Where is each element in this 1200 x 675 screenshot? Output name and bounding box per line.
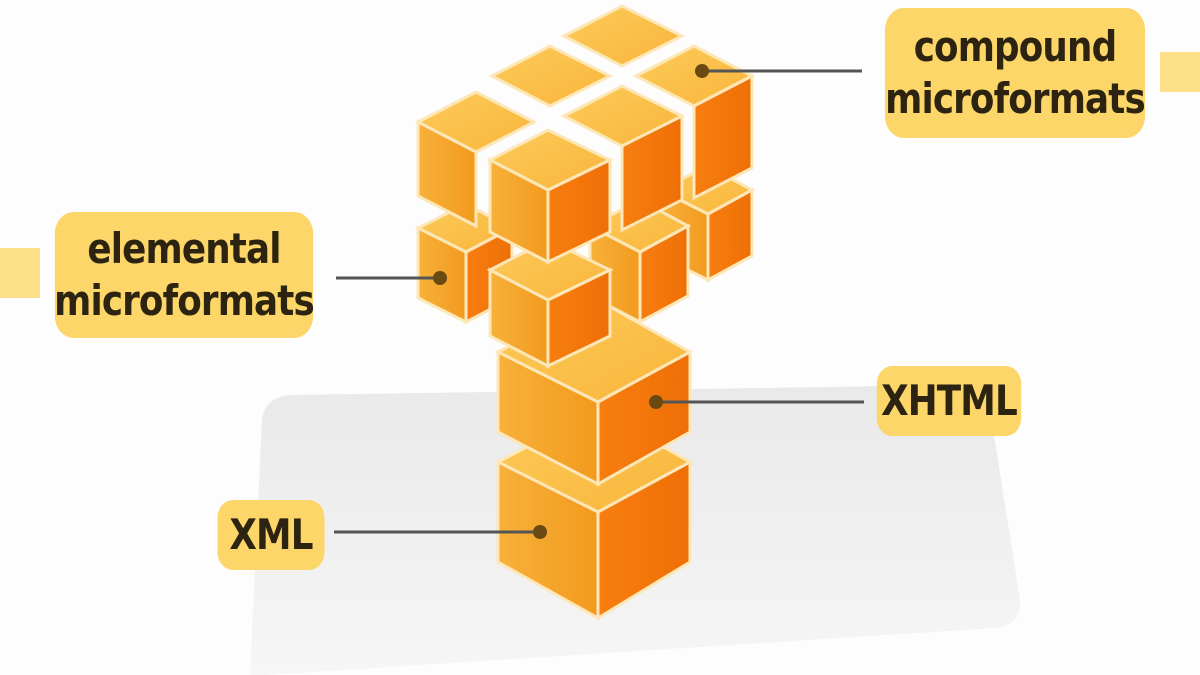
label-xhtml: XHTML	[876, 366, 1022, 436]
cubes-compound-layer	[414, 4, 756, 265]
label-elemental-line1: elemental	[87, 224, 281, 273]
cube-xhtml	[494, 298, 694, 487]
connector-elemental	[336, 271, 447, 285]
label-xml: XML	[217, 500, 325, 570]
label-elemental-line2: microformats	[54, 276, 315, 325]
label-xhtml-text: XHTML	[881, 376, 1018, 425]
connector-xhtml	[649, 395, 864, 409]
label-tab-right	[1160, 52, 1200, 92]
label-elemental-microformats: elemental microformats	[54, 212, 315, 338]
label-compound-line2: microformats	[885, 74, 1146, 123]
connector-compound	[695, 64, 862, 78]
label-xml-text: XML	[229, 510, 313, 559]
label-compound-line1: compound	[913, 22, 1117, 71]
label-compound-microformats: compound microformats	[884, 8, 1146, 138]
connector-xml	[334, 525, 547, 539]
label-tab-left	[0, 248, 40, 298]
